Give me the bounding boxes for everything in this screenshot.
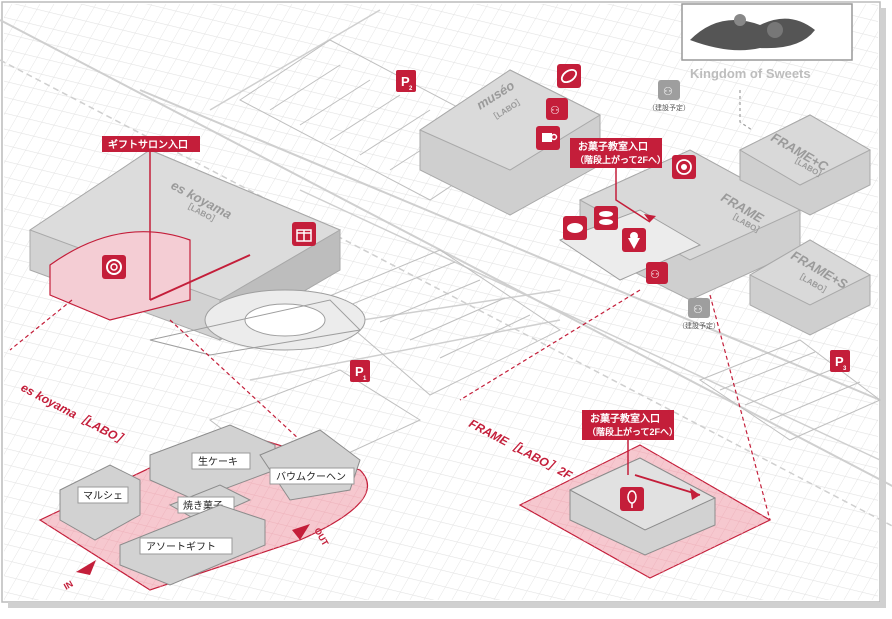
svg-text:⚇: ⚇ bbox=[650, 269, 660, 281]
in-arrow: IN bbox=[62, 560, 96, 592]
svg-text:お菓子教室入口: お菓子教室入口 bbox=[590, 412, 660, 425]
parking-sign-p3: P 3 bbox=[830, 350, 850, 372]
svg-text:アソートギフト: アソートギフト bbox=[146, 541, 216, 553]
parking-lot-east bbox=[698, 339, 881, 441]
macaron-icon bbox=[594, 206, 618, 230]
es-koyama-zone-inset: es koyama［LABO］ マルシェ 生ケーキ バウムクーヘン 焼き菓子 ア… bbox=[19, 380, 369, 592]
class-entrance-callout-top[interactable]: お菓子教室入口 （階段上がって2Fへ） bbox=[570, 138, 666, 223]
planned-restroom-north: ⚇ （建設予定） bbox=[648, 80, 690, 112]
restroom-icon-frame: ⚇ bbox=[646, 262, 668, 284]
gift-box-icon bbox=[292, 222, 316, 246]
marche-booth: マルシェ bbox=[59, 464, 141, 541]
svg-text:（建設予定）: （建設予定） bbox=[678, 321, 720, 330]
parking-sign-p1: P 1 bbox=[350, 360, 370, 382]
svg-text:1: 1 bbox=[363, 376, 367, 382]
svg-text:2: 2 bbox=[409, 86, 413, 92]
cacao-icon bbox=[557, 64, 581, 88]
svg-text:（建設予定）: （建設予定） bbox=[648, 103, 690, 112]
bread-icon bbox=[563, 216, 587, 240]
frame-shadow bbox=[880, 8, 886, 608]
svg-text:⚇: ⚇ bbox=[693, 304, 703, 316]
svg-text:P: P bbox=[355, 364, 364, 379]
spiral-cake-icon bbox=[102, 255, 126, 279]
svg-text:3: 3 bbox=[843, 366, 847, 372]
svg-text:IN: IN bbox=[62, 579, 75, 592]
kingdom-of-sweets-card[interactable]: Kingdom of Sweets bbox=[681, 3, 853, 131]
frame-shadow-bottom bbox=[8, 602, 886, 608]
frame-s-building: FRAME+S ［LABO］ bbox=[748, 239, 872, 336]
kingdom-title: Kingdom of Sweets bbox=[690, 66, 811, 81]
svg-text:P: P bbox=[401, 74, 410, 89]
svg-text:マルシェ: マルシェ bbox=[83, 491, 123, 502]
plaza-walkway bbox=[149, 289, 366, 356]
parking-sign-p2: P 2 bbox=[396, 70, 416, 92]
baumkuchen-counter: バウムクーヘン bbox=[259, 429, 361, 501]
svg-text:⚇: ⚇ bbox=[663, 86, 673, 98]
planned-restroom-east: ⚇ （建設予定） bbox=[678, 298, 720, 330]
gift-salon-entrance-callout[interactable]: ギフトサロン入口 bbox=[102, 136, 251, 301]
coffee-cup-icon bbox=[536, 126, 560, 150]
svg-text:バウムクーヘン: バウムクーヘン bbox=[276, 471, 346, 483]
svg-text:⚇: ⚇ bbox=[550, 105, 560, 117]
whisk-icon bbox=[620, 487, 644, 511]
svg-text:ギフトサロン入口: ギフトサロン入口 bbox=[108, 138, 188, 151]
svg-text:（階段上がって2Fへ）: （階段上がって2Fへ） bbox=[575, 154, 666, 165]
assort-gift-counter: アソートギフト bbox=[119, 504, 266, 586]
class-entrance-callout-bottom[interactable]: お菓子教室入口 （階段上がって2Fへ） bbox=[582, 410, 678, 475]
svg-text:P: P bbox=[835, 354, 844, 369]
zone-connectors bbox=[9, 289, 771, 521]
target-icon bbox=[672, 155, 696, 179]
frame-c-building: FRAME+C ［LABO］ bbox=[738, 114, 872, 216]
svg-text:生ケーキ: 生ケーキ bbox=[198, 455, 238, 468]
soft-serve-icon bbox=[622, 228, 646, 252]
restroom-icon: ⚇ bbox=[546, 98, 568, 120]
svg-text:（階段上がって2Fへ）: （階段上がって2Fへ） bbox=[587, 426, 678, 437]
svg-text:お菓子教室入口: お菓子教室入口 bbox=[578, 140, 648, 153]
